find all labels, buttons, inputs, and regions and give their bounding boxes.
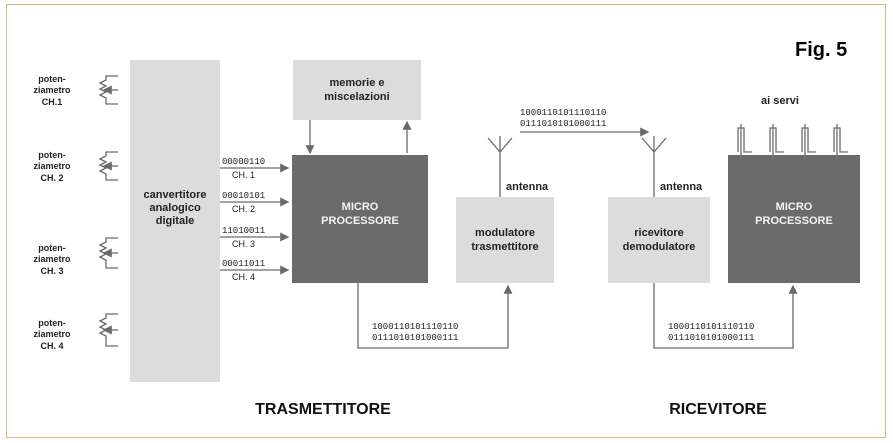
channel-code: 00010101 [222,191,265,201]
tx-micro-line2: PROCESSORE [321,215,399,227]
servo-label: ai servi [761,95,799,107]
receiver-line1: ricevitore [634,227,684,239]
tx-section-title: TRASMETTITORE [255,401,391,418]
servo-pulse-1 [737,124,752,155]
pot-channel-label: CH. 3 [40,266,63,276]
tx-bus-code-line2: 0111010101000111 [372,333,458,343]
rx-microprocessor-block: MICRO PROCESSORE [728,155,860,283]
memory-line1: memorie e [329,77,384,89]
converter-line3: digitale [156,215,195,227]
memory-line2: miscelazioni [324,91,389,103]
channel-code: 11010011 [222,226,265,236]
tx-microprocessor-block: MICRO PROCESSORE [292,155,428,283]
potentiometer-ch2: poten- ziametro CH. 2 [33,150,118,183]
channel-label: CH. 2 [232,204,255,214]
tx-antenna-label: antenna [506,181,549,193]
tx-micro-line1: MICRO [342,201,379,213]
modulator-line1: modulatore [475,227,535,239]
pot-label-line1: poten- [38,243,66,253]
channel-code: 00011011 [222,259,265,269]
tx-bus-code-line1: 1000110101110110 [372,322,458,332]
receiver-block: ricevitore demodulatore [608,197,710,283]
pot-label-line2: ziametro [33,254,71,264]
pot-channel-label: CH. 2 [40,173,63,183]
channel-code: 00000110 [222,157,265,167]
channel-label: CH. 4 [232,272,255,282]
channel-line-1: 00000110 CH. 1 [220,157,290,180]
rx-section-title: RICEVITORE [669,401,767,418]
potentiometer-ch3: poten- ziametro CH. 3 [33,237,118,276]
rx-micro-line2: PROCESSORE [755,215,833,227]
rx-bus-wire [653,283,798,349]
tx-antenna-icon [487,136,513,197]
channel-line-2: 00010101 CH. 2 [220,191,290,214]
converter-block: canvertitore analogico digitale [130,60,220,382]
converter-line2: analogico [149,202,201,214]
air-code-line2: 0111010101000111 [520,119,606,129]
modulator-line2: trasmettitore [471,241,538,253]
servo-pulse-4 [833,124,848,155]
rx-bus-code-line2: 0111010101000111 [668,333,754,343]
potentiometer-ch4: poten- ziametro CH. 4 [33,313,118,351]
pot-label-line1: poten- [38,74,66,84]
channel-label: CH. 3 [232,239,255,249]
servo-pulse-2 [769,124,784,155]
channel-label: CH. 1 [232,170,255,180]
pot-channel-label: CH. 4 [40,341,63,351]
pot-label-line2: ziametro [33,329,71,339]
pot-label-line2: ziametro [33,85,71,95]
channel-line-4: 00011011 CH. 4 [220,259,290,282]
air-code-line1: 1000110101110110 [520,108,606,118]
servo-pulse-3 [801,124,816,155]
rx-antenna-icon [641,136,667,197]
channel-line-3: 11010011 CH. 3 [220,226,290,249]
potentiometer-ch1: poten- ziametro CH.1 [33,74,118,107]
pot-channel-label: CH.1 [42,97,63,107]
pot-label-line1: poten- [38,150,66,160]
pot-label-line2: ziametro [33,161,71,171]
tx-bus-wire [357,283,513,349]
receiver-line2: demodulatore [623,241,696,253]
converter-line1: canvertitore [144,189,207,201]
modulator-block: modulatore trasmettitore [456,197,554,283]
pot-label-line1: poten- [38,318,66,328]
rx-micro-line1: MICRO [776,201,813,213]
rx-antenna-label: antenna [660,181,703,193]
rx-bus-code-line1: 1000110101110110 [668,322,754,332]
memory-block: memorie e miscelazioni [293,60,421,120]
figure-label: Fig. 5 [795,39,848,61]
